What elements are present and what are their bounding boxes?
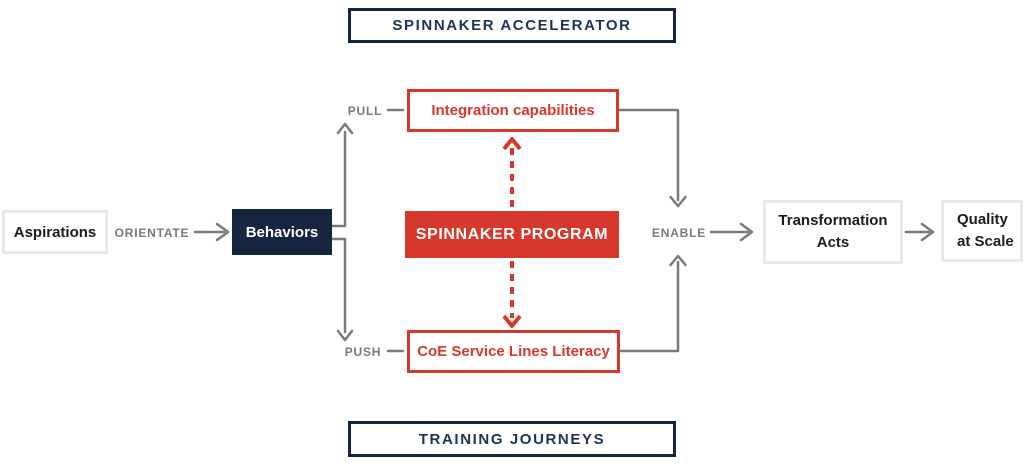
transformation-to-quality-head [920, 222, 935, 242]
node-integration-capabilities: Integration capabilities [407, 89, 619, 132]
integration-to-enable-line [617, 108, 680, 202]
banner-training-journeys: TRAINING JOURNEYS [348, 421, 676, 457]
program-down-arrow-head [502, 314, 522, 328]
transformation-acts-line1: Transformation [778, 212, 888, 229]
program-up-arrow-head [502, 137, 522, 151]
quality-at-scale-line1: Quality [957, 211, 1008, 228]
node-behaviors: Behaviors [232, 209, 332, 255]
enable-arrow-head [739, 222, 754, 242]
edge-label-orientate: ORIENTATE [114, 226, 190, 240]
edge-label-pull: PULL [347, 104, 383, 118]
banner-spinnaker-accelerator: SPINNAKER ACCELERATOR [348, 8, 676, 43]
enable-down-arrow-head [669, 195, 687, 208]
quality-at-scale-line2: at Scale [957, 233, 1014, 250]
coe-to-enable-line [618, 260, 680, 353]
enable-up-arrow-head [669, 254, 687, 267]
node-coe-service-lines-literacy: CoE Service Lines Literacy [407, 330, 620, 373]
push-arrow-head [336, 329, 354, 342]
edge-label-enable: ENABLE [651, 226, 707, 240]
node-transformation-acts: Transformation Acts [763, 200, 903, 264]
edge-label-push: PUSH [344, 345, 382, 359]
behaviors-to-push-line [330, 237, 347, 334]
transformation-acts-line2: Acts [816, 234, 850, 251]
orientate-arrow-head [215, 222, 230, 242]
pull-arrow-head [336, 122, 354, 135]
behaviors-to-pull-line [330, 130, 347, 228]
node-spinnaker-program: SPINNAKER PROGRAM [405, 211, 619, 258]
node-quality-at-scale: Quality at Scale [941, 200, 1023, 262]
node-aspirations: Aspirations [2, 210, 108, 254]
